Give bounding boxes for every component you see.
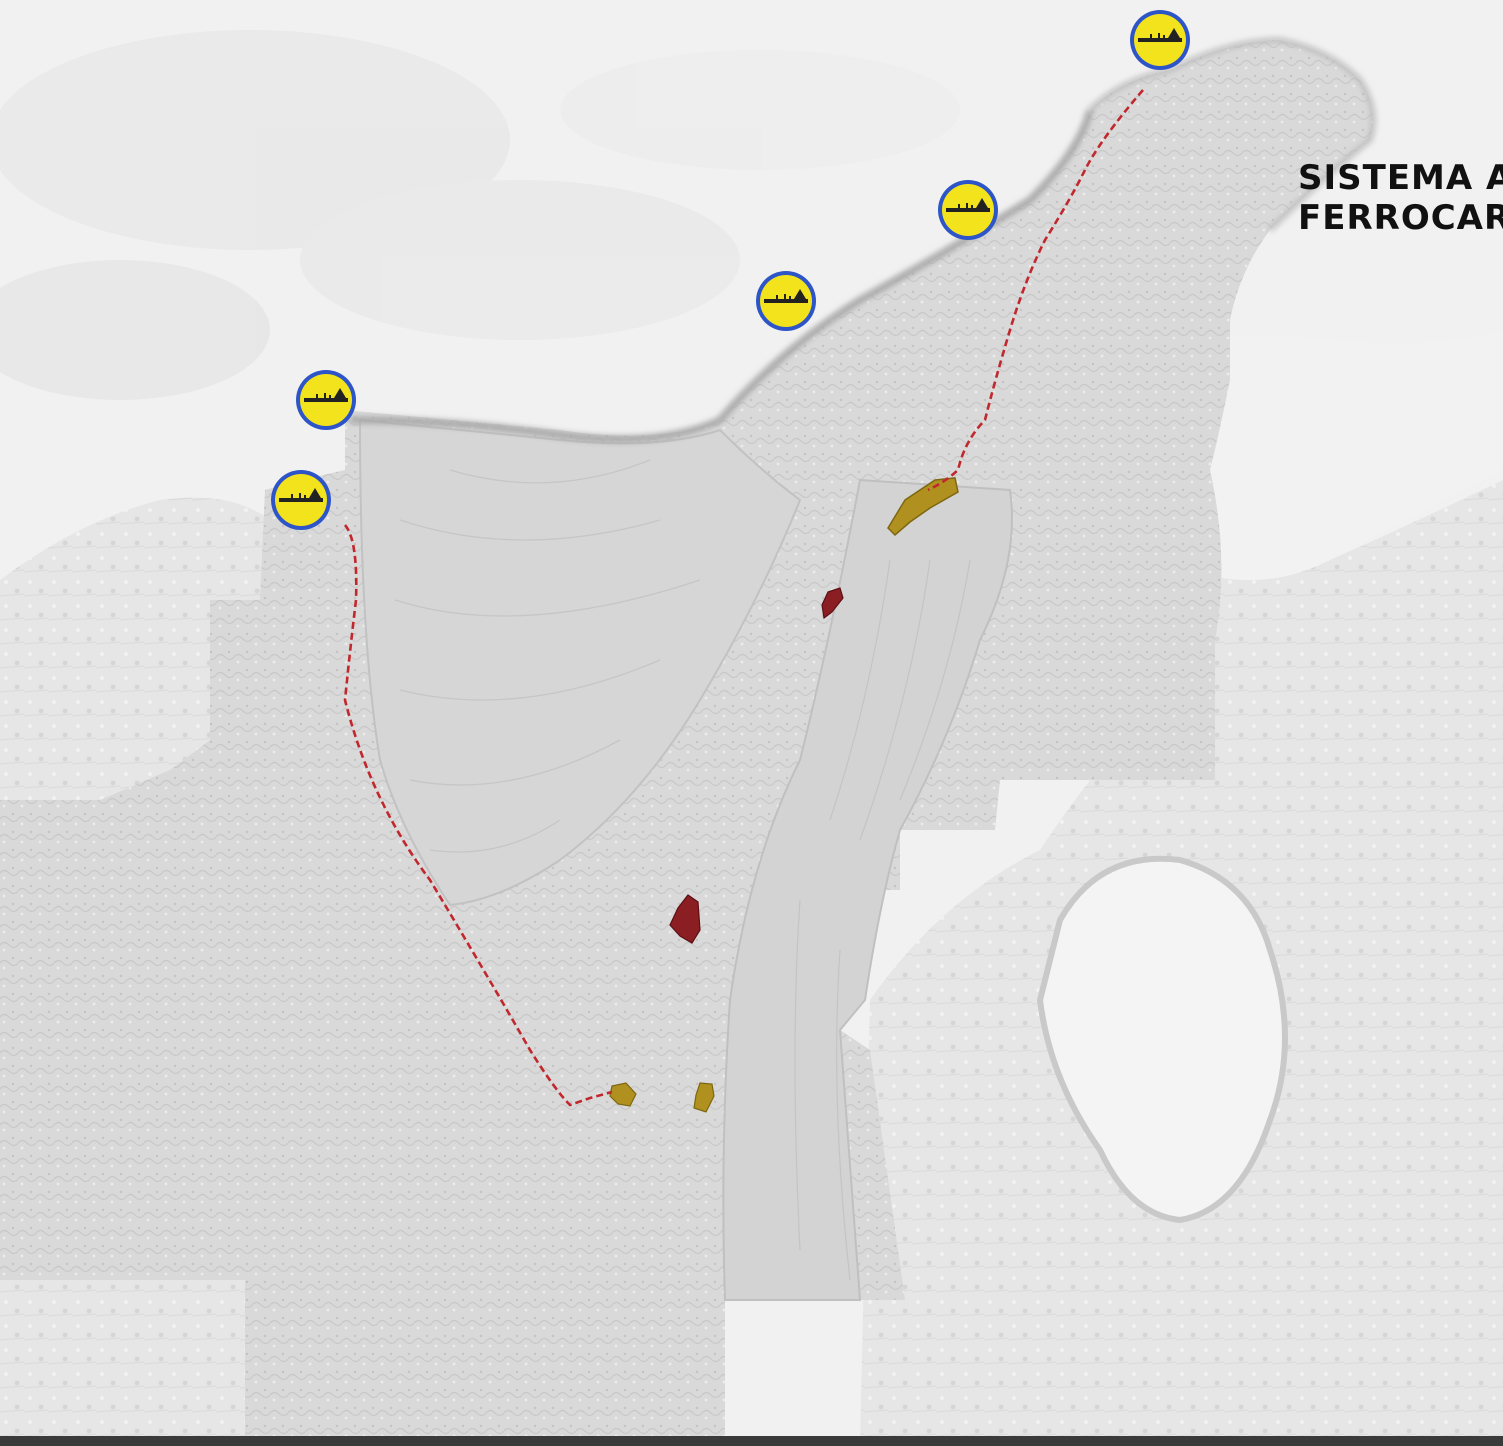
port-marker[interactable] [938, 180, 998, 240]
map-title-line-1: SISTEMA A [1298, 158, 1503, 198]
cloud-shading [0, 30, 960, 400]
mining-area-red-north [821, 587, 844, 620]
perija-contours [794, 559, 971, 1281]
bottom-edge-strip [0, 1436, 1503, 1446]
ship-icon [764, 289, 808, 303]
mining-area-gold-north [887, 477, 959, 537]
coastline [349, 109, 1094, 443]
port-marker[interactable] [1130, 10, 1190, 70]
port-marker[interactable] [271, 470, 331, 530]
mining-area-red-central [669, 894, 701, 944]
ship-icon [279, 488, 323, 502]
map-title: SISTEMA A FERROCAR [1298, 158, 1503, 238]
ship-icon [946, 198, 990, 212]
map-title-line-2: FERROCAR [1298, 198, 1503, 238]
sierra-contours [394, 459, 701, 853]
port-markers [271, 10, 1190, 530]
port-marker[interactable] [296, 370, 356, 430]
ship-icon [304, 388, 348, 402]
coastline-northeast [1088, 37, 1376, 232]
mining-area-gold-south-east [693, 1082, 715, 1113]
railway-routes [343, 89, 1144, 1107]
department-land [0, 40, 1374, 1446]
lake [1036, 855, 1288, 1224]
sierra-block [358, 418, 802, 907]
railway-route-west [343, 524, 613, 1107]
mining-areas [609, 477, 959, 1113]
gulf [1157, 330, 1503, 580]
ship-icon [1138, 28, 1182, 42]
mining-area-gold-south-west [609, 1082, 637, 1107]
port-marker[interactable] [756, 271, 816, 331]
